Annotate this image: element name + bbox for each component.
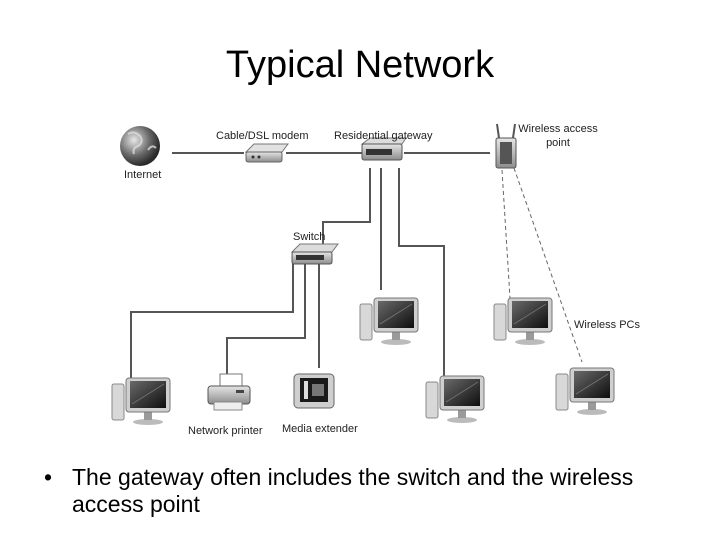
desktop-pc-icon	[425, 375, 485, 424]
gateway-label: Residential gateway	[334, 130, 433, 142]
switch-icon	[290, 243, 339, 265]
wap-label-line1: Wireless access	[518, 123, 598, 135]
modem-icon	[244, 143, 289, 163]
media-extender-icon	[293, 373, 335, 409]
wireless-pcs-label: Wireless PCs	[574, 319, 641, 331]
bullet-text: The gateway often includes the switch an…	[72, 464, 634, 517]
gateway-icon	[360, 137, 407, 161]
switch-label: Switch	[293, 231, 325, 243]
modem-label: Cable/DSL modem	[216, 130, 309, 142]
access-point-icon	[495, 123, 517, 169]
bullet-marker: •	[44, 464, 53, 490]
wireless-links	[501, 167, 583, 363]
media-label: Media extender	[282, 423, 358, 435]
desktop-pc-icon	[111, 377, 171, 426]
internet-label: Internet	[124, 169, 161, 181]
wap-label-line2: point	[546, 137, 570, 149]
printer-label: Network printer	[188, 425, 263, 437]
slide-title: Typical Network	[225, 44, 495, 86]
desktop-pc-icon	[493, 297, 553, 346]
printer-icon	[207, 373, 251, 411]
globe-icon	[120, 126, 160, 166]
desktop-pc-icon	[359, 297, 419, 346]
wired-links	[130, 152, 490, 380]
desktop-pc-icon	[555, 367, 615, 416]
